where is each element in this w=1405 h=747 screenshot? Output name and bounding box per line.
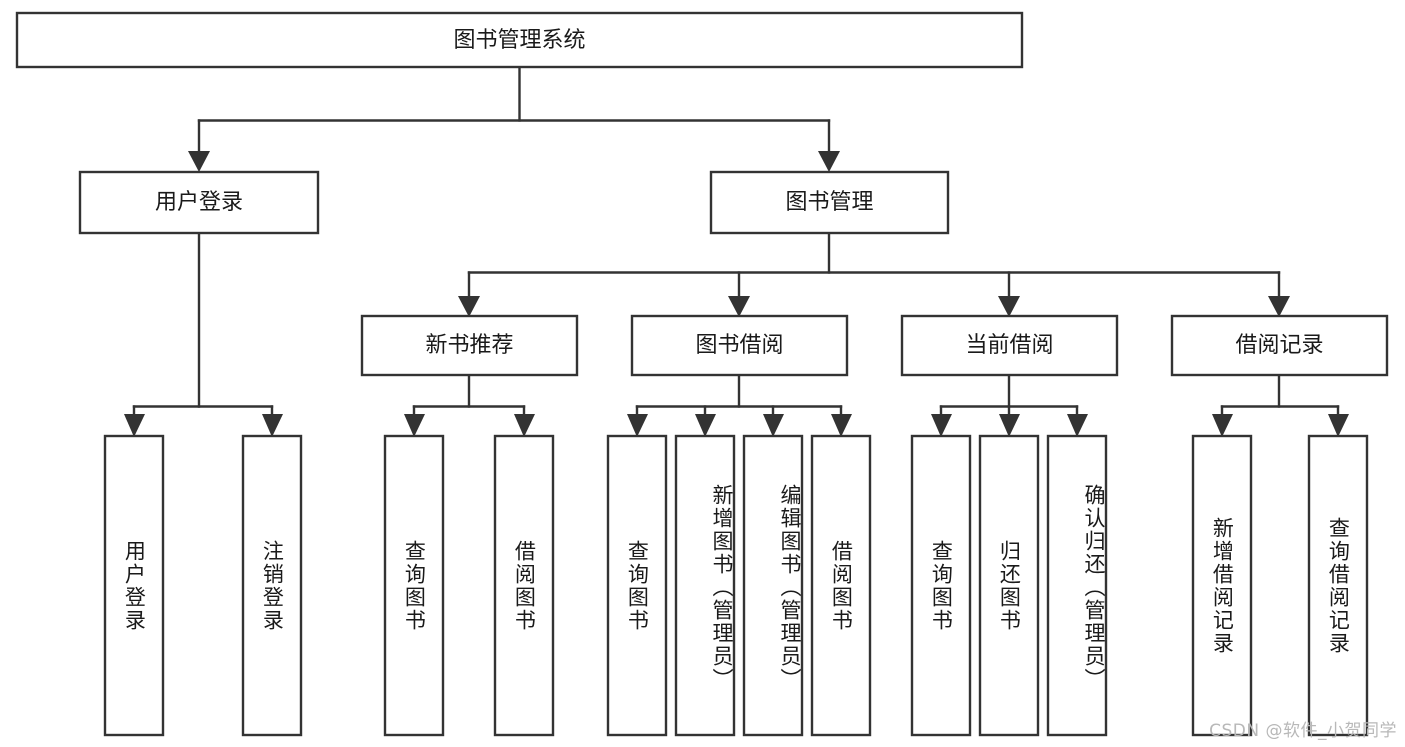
- arrow-icon-book-manage: [818, 151, 840, 172]
- arrow-icon-leaf-user-login: [124, 414, 145, 437]
- node-borrow-record-box[interactable]: [1170, 314, 1389, 377]
- arrow-icon-leaf-add-book: [695, 414, 716, 437]
- arrowheads-group: [124, 151, 1349, 437]
- arrow-icon-leaf-query-record: [1328, 414, 1349, 437]
- node-leaf-query-record-box[interactable]: [1307, 434, 1369, 737]
- node-current-borrow-label: 当前借阅: [965, 333, 1053, 358]
- node-borrow-record-label: 借阅记录: [1235, 333, 1323, 358]
- node-leaf-borrow-book-2-box[interactable]: [810, 434, 872, 737]
- node-leaf-query-book-1-box[interactable]: [383, 434, 445, 737]
- node-book-borrow-box[interactable]: [630, 314, 849, 377]
- arrow-icon-leaf-edit-book: [763, 414, 784, 437]
- arrow-icon-new-book-rec: [458, 296, 480, 317]
- node-leaf-add-book-box[interactable]: [674, 434, 736, 737]
- arrow-icon-current-borrow: [998, 296, 1020, 317]
- node-user-login-box[interactable]: [78, 170, 320, 235]
- watermark-text: CSDN @软件_小贺同学: [1209, 721, 1397, 741]
- node-leaf-borrow-book-1-box[interactable]: [493, 434, 555, 737]
- arrow-icon-user-login: [188, 151, 210, 172]
- node-leaf-user-login-box[interactable]: [103, 434, 165, 737]
- arrow-icon-leaf-logout: [262, 414, 283, 437]
- node-leaf-return-book-box[interactable]: [978, 434, 1040, 737]
- node-book-manage-label: 图书管理: [785, 190, 873, 215]
- node-new-book-rec-label: 新书推荐: [425, 333, 513, 358]
- arrow-icon-borrow-record: [1268, 296, 1290, 317]
- arrow-icon-leaf-query-book-2: [627, 414, 648, 437]
- arrow-icon-book-borrow: [728, 296, 750, 317]
- node-leaf-query-book-3-box[interactable]: [910, 434, 972, 737]
- node-leaf-edit-book-box[interactable]: [742, 434, 804, 737]
- node-leaf-confirm-return-box[interactable]: [1046, 434, 1108, 737]
- arrow-icon-leaf-query-book-3: [931, 414, 952, 437]
- node-user-login-label: 用户登录: [155, 190, 243, 215]
- node-leaf-add-record-box[interactable]: [1191, 434, 1253, 737]
- arrow-icon-leaf-add-record: [1212, 414, 1233, 437]
- node-leaf-logout-box[interactable]: [241, 434, 303, 737]
- nodes-group: 图书管理系统 用户登录 图书管理 新书推荐 图书借阅 当前借阅 借阅记录: [15, 11, 1389, 737]
- arrow-icon-leaf-borrow-book-2: [831, 414, 852, 437]
- node-root-box[interactable]: [15, 11, 1024, 69]
- arrow-icon-leaf-borrow-book-1: [514, 414, 535, 437]
- node-leaf-query-book-2-box[interactable]: [606, 434, 668, 737]
- arrow-icon-leaf-confirm-return: [1067, 414, 1088, 437]
- arrow-icon-leaf-return-book: [999, 414, 1020, 437]
- node-book-borrow-label: 图书借阅: [695, 333, 783, 358]
- node-current-borrow-box[interactable]: [900, 314, 1119, 377]
- node-book-manage-box[interactable]: [709, 170, 950, 235]
- node-new-book-rec-box[interactable]: [360, 314, 579, 377]
- node-root-label: 图书管理系统: [453, 28, 585, 53]
- arrow-icon-leaf-query-book-1: [404, 414, 425, 437]
